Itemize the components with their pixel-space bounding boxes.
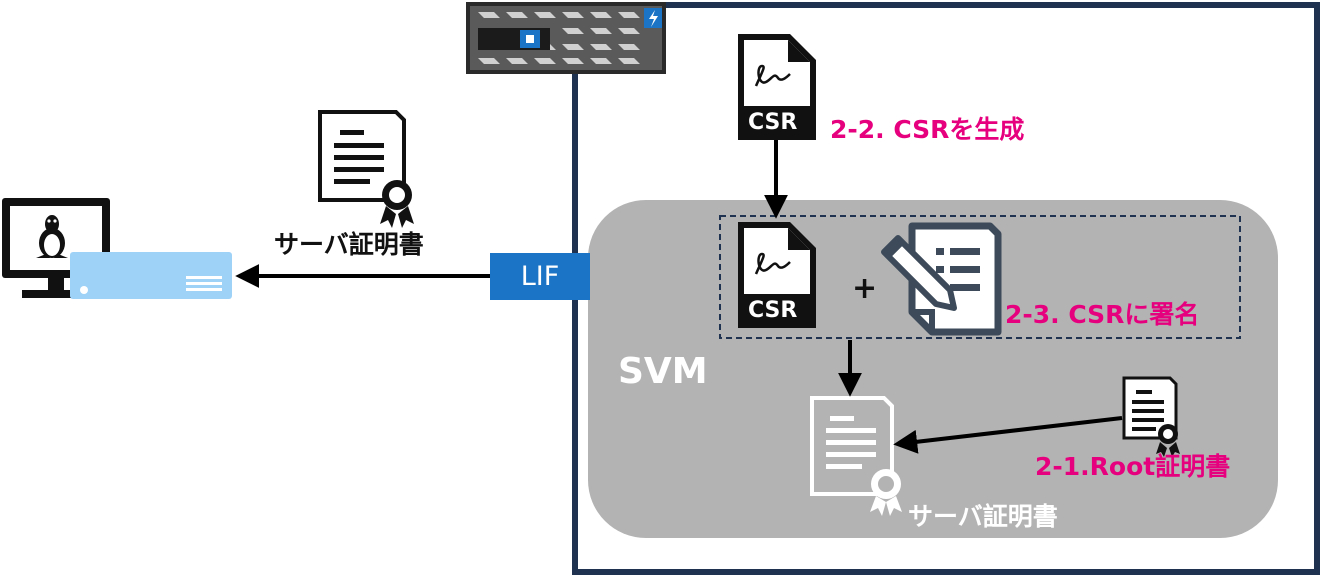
sign-csr-label: 2-3. CSRに署名 [1005, 300, 1200, 329]
certificate-icon [1122, 376, 1180, 457]
csr-top-text: CSR [748, 110, 798, 135]
certificate-icon [318, 110, 414, 228]
signing-dashed-box [719, 215, 1241, 339]
netapp-storage-array-icon [466, 2, 666, 74]
root-cert-label: 2-1.Root証明書 [1035, 452, 1231, 481]
client-nic-icon [70, 252, 232, 299]
plus-sign: + [852, 271, 878, 306]
csr-mid-text: CSR [748, 298, 798, 323]
svm-title: SVM [618, 351, 708, 392]
arrow-root-to-cert [893, 416, 1123, 454]
csr-document-icon [738, 34, 816, 140]
server-cert-svm-label: サーバ証明書 [908, 502, 1058, 531]
generate-csr-label: 2-2. CSRを生成 [830, 115, 1025, 144]
lif-label: LIF [520, 261, 560, 292]
signing-pencil-icon [881, 222, 1002, 336]
lif-badge: LIF [490, 253, 590, 300]
csr-document-icon [738, 222, 816, 328]
certificate-icon [810, 396, 902, 516]
server-cert-client-label: サーバ証明書 [274, 230, 424, 259]
